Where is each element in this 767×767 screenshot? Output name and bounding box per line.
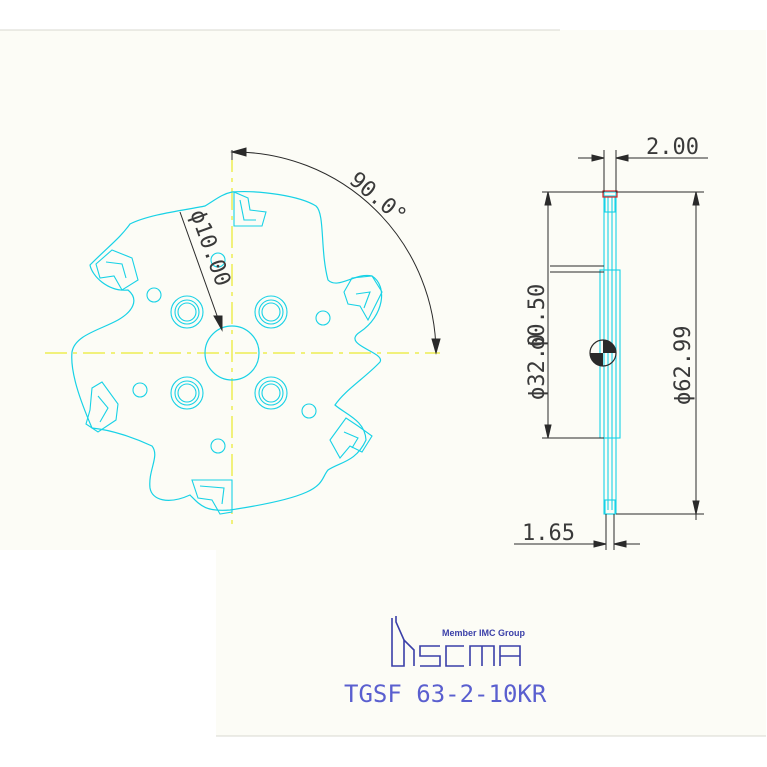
central-bore [204, 325, 260, 381]
angle-dimension [230, 147, 441, 355]
width-label: 2.00 [646, 135, 699, 160]
title-block: Member IMC Group TGSF 63-2-10KR [344, 616, 547, 708]
center-mark [589, 339, 617, 367]
screw-holes [170, 295, 288, 410]
iscar-logo [391, 616, 521, 667]
thickness-label: 1.65 [522, 521, 575, 546]
hub-flange [550, 265, 604, 273]
hub-diameter-label: ϕ32.0 [525, 334, 550, 400]
insert-pockets [85, 191, 383, 515]
drawing-sheet [0, 30, 766, 550]
section-highlight [602, 190, 618, 198]
hub-diameter-dimension [542, 191, 604, 439]
hub-diameter-label-overlap: ϕ0.50 [525, 284, 550, 350]
thickness-dimension [514, 514, 640, 550]
title-sheet [216, 550, 766, 736]
outer-diameter-dimension [616, 191, 704, 520]
cutter-outline [71, 191, 383, 511]
outer-diameter-label: ϕ62.99 [671, 326, 696, 405]
width-dimension [578, 150, 708, 192]
bore-leader [179, 211, 223, 332]
part-number: TGSF 63-2-10KR [344, 680, 547, 708]
side-view: 2.00 ϕ32.0 ϕ0.50 ϕ62.99 [514, 135, 708, 550]
small-holes [132, 252, 331, 454]
logo-tagline: Member IMC Group [442, 628, 526, 638]
front-centerlines [45, 150, 440, 530]
